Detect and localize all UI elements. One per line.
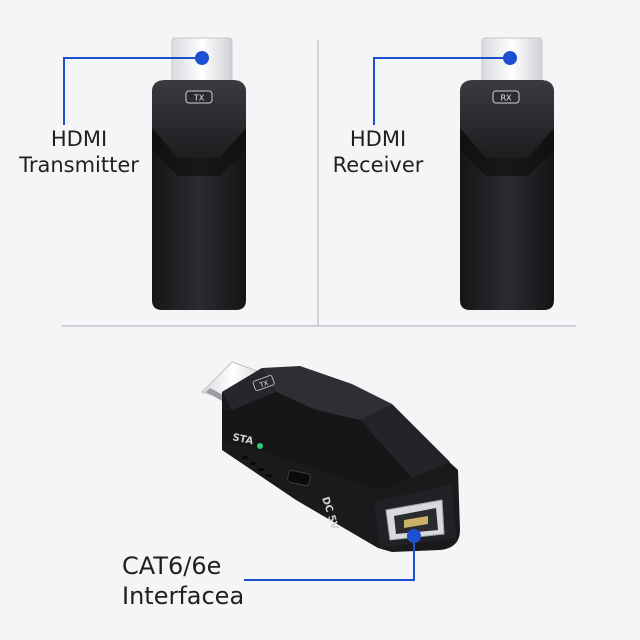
transmitter-label: HDMI Transmitter: [4, 126, 154, 179]
receiver-label: HDMI Receiver: [320, 126, 436, 179]
sta-label: STA: [231, 432, 254, 447]
receiver-label-line2: Receiver: [332, 153, 424, 178]
callout-receiver: [373, 51, 517, 125]
callout-transmitter: [63, 51, 209, 125]
adapter-top-tag: TX: [258, 379, 270, 390]
tx-tag-text: TX: [193, 94, 205, 103]
callout-dot-tx: [195, 51, 209, 65]
tx-cap: [152, 80, 246, 158]
callout-cat6: [244, 529, 421, 581]
transmitter-label-line2: Transmitter: [19, 153, 139, 178]
rx-tag: [492, 90, 520, 104]
status-led: [257, 443, 263, 449]
angled-adapter: TX STA DC 5V: [201, 361, 460, 552]
rx-tag-text: RX: [500, 94, 512, 103]
callout-dot-rx: [503, 51, 517, 65]
power-port: [287, 469, 311, 487]
receiver-dongle: RX: [460, 37, 554, 310]
tx-tag: [185, 90, 213, 104]
cat6-label-line1: CAT6/6e: [122, 552, 222, 580]
receiver-label-line1: HDMI: [349, 127, 407, 151]
callout-dot-cat: [407, 529, 421, 543]
rx-cap: [460, 80, 554, 158]
transmitter-dongle: TX: [152, 37, 246, 310]
transmitter-label-line1: HDMI: [50, 127, 108, 151]
cat6-label: CAT6/6e Interfacea: [122, 552, 244, 612]
vents: [242, 456, 272, 477]
cat6-label-line2: Interfacea: [122, 581, 245, 610]
